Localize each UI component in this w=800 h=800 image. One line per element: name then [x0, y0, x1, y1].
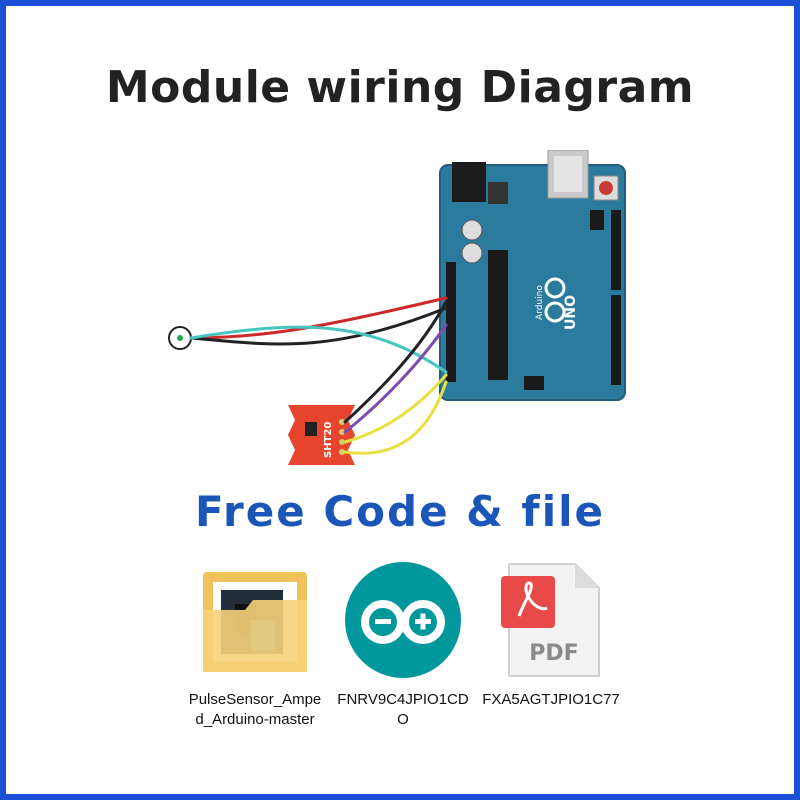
- folder-icon: [203, 572, 307, 672]
- file-label-folder: PulseSensor_Amped_Arduino-master: [188, 691, 322, 728]
- file-item-pdf[interactable]: PDF FXA5AGTJPIO1C77: [481, 560, 621, 710]
- pulse-sensor: [168, 326, 192, 350]
- pdf-icon-text: PDF: [529, 641, 578, 666]
- sensor-label: SHT20: [323, 422, 334, 458]
- file-list: PulseSensor_Amped_Arduino-master FNRV9C4…: [0, 560, 800, 760]
- wiring-diagram: UNO Arduino SHT20: [168, 150, 626, 465]
- pdf-icon: PDF: [501, 563, 600, 677]
- page-title: Module wiring Diagram: [105, 62, 695, 113]
- free-code-heading: Free Code & file: [195, 487, 605, 536]
- arduino-icon: [345, 562, 461, 678]
- board-brand-text: Arduino: [535, 285, 545, 320]
- arduino-board: UNO Arduino: [439, 150, 626, 401]
- wires: [189, 296, 448, 455]
- board-logo-text: UNO: [563, 295, 579, 330]
- file-label-pdf: FXA5AGTJPIO1C77: [482, 691, 620, 708]
- sht20-sensor: SHT20: [288, 405, 355, 465]
- file-label-arduino: FNRV9C4JPIO1CDO: [337, 691, 469, 728]
- file-item-folder[interactable]: PulseSensor_Amped_Arduino-master: [185, 560, 325, 730]
- file-item-arduino[interactable]: FNRV9C4JPIO1CDO: [333, 560, 473, 730]
- board-logo: [544, 277, 566, 323]
